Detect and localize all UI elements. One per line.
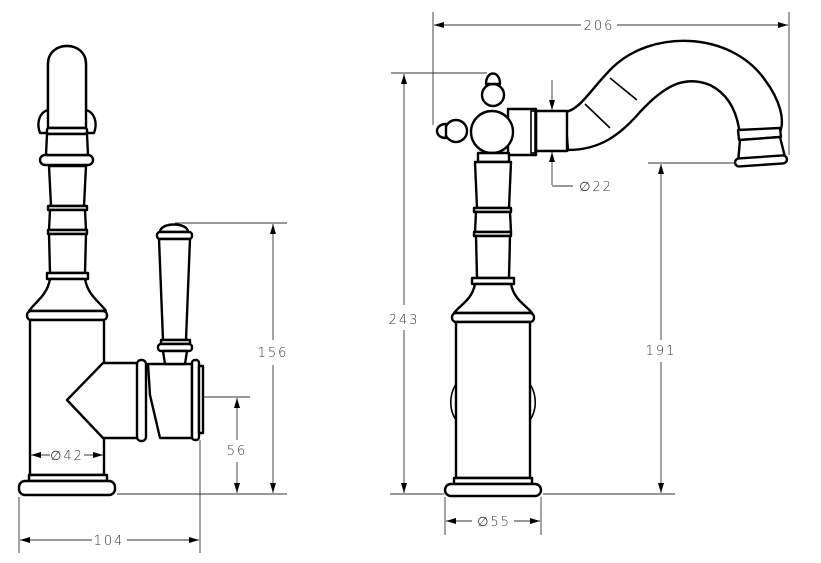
front-lever-hint-right xyxy=(529,383,537,421)
dim-243: 243 xyxy=(389,72,487,495)
front-column xyxy=(450,151,536,324)
dim-spout-diameter-label: ∅22 xyxy=(579,180,613,195)
dim-front-base-diameter-label: ∅55 xyxy=(477,515,511,530)
dim-handle-height-label: 156 xyxy=(258,346,289,361)
front-spout xyxy=(534,39,789,168)
side-column xyxy=(25,164,109,322)
dim-191: 191 xyxy=(543,162,736,495)
front-view: 206 243 191 ∅22 ∅55 xyxy=(389,12,790,535)
dim-22: ∅22 xyxy=(549,80,613,195)
dim-42: ∅42 xyxy=(31,449,103,464)
front-body xyxy=(454,320,532,480)
dim-55: ∅55 xyxy=(444,497,542,535)
front-valve-head xyxy=(435,72,538,157)
side-valve-housing xyxy=(65,358,205,443)
side-spout-body xyxy=(37,44,97,167)
dim-overall-width-label: 104 xyxy=(94,534,125,549)
front-lever-hint-left xyxy=(449,383,457,421)
dim-104: 104 xyxy=(18,440,201,553)
dim-spout-reach-label: 206 xyxy=(584,19,615,34)
side-view: 104 ∅42 156 56 xyxy=(17,44,289,553)
dim-overall-height-label: 243 xyxy=(389,313,420,328)
dim-156: 156 xyxy=(117,222,289,495)
dim-206: 206 xyxy=(432,12,790,155)
dim-56: 56 xyxy=(203,396,250,493)
side-lever-handle xyxy=(155,223,194,366)
dim-lever-axis-height-label: 56 xyxy=(227,444,248,459)
front-base xyxy=(443,482,543,498)
dim-spout-outlet-height-label: 191 xyxy=(646,344,677,359)
side-base xyxy=(17,479,117,497)
dim-side-base-diameter-label: ∅42 xyxy=(50,449,84,464)
